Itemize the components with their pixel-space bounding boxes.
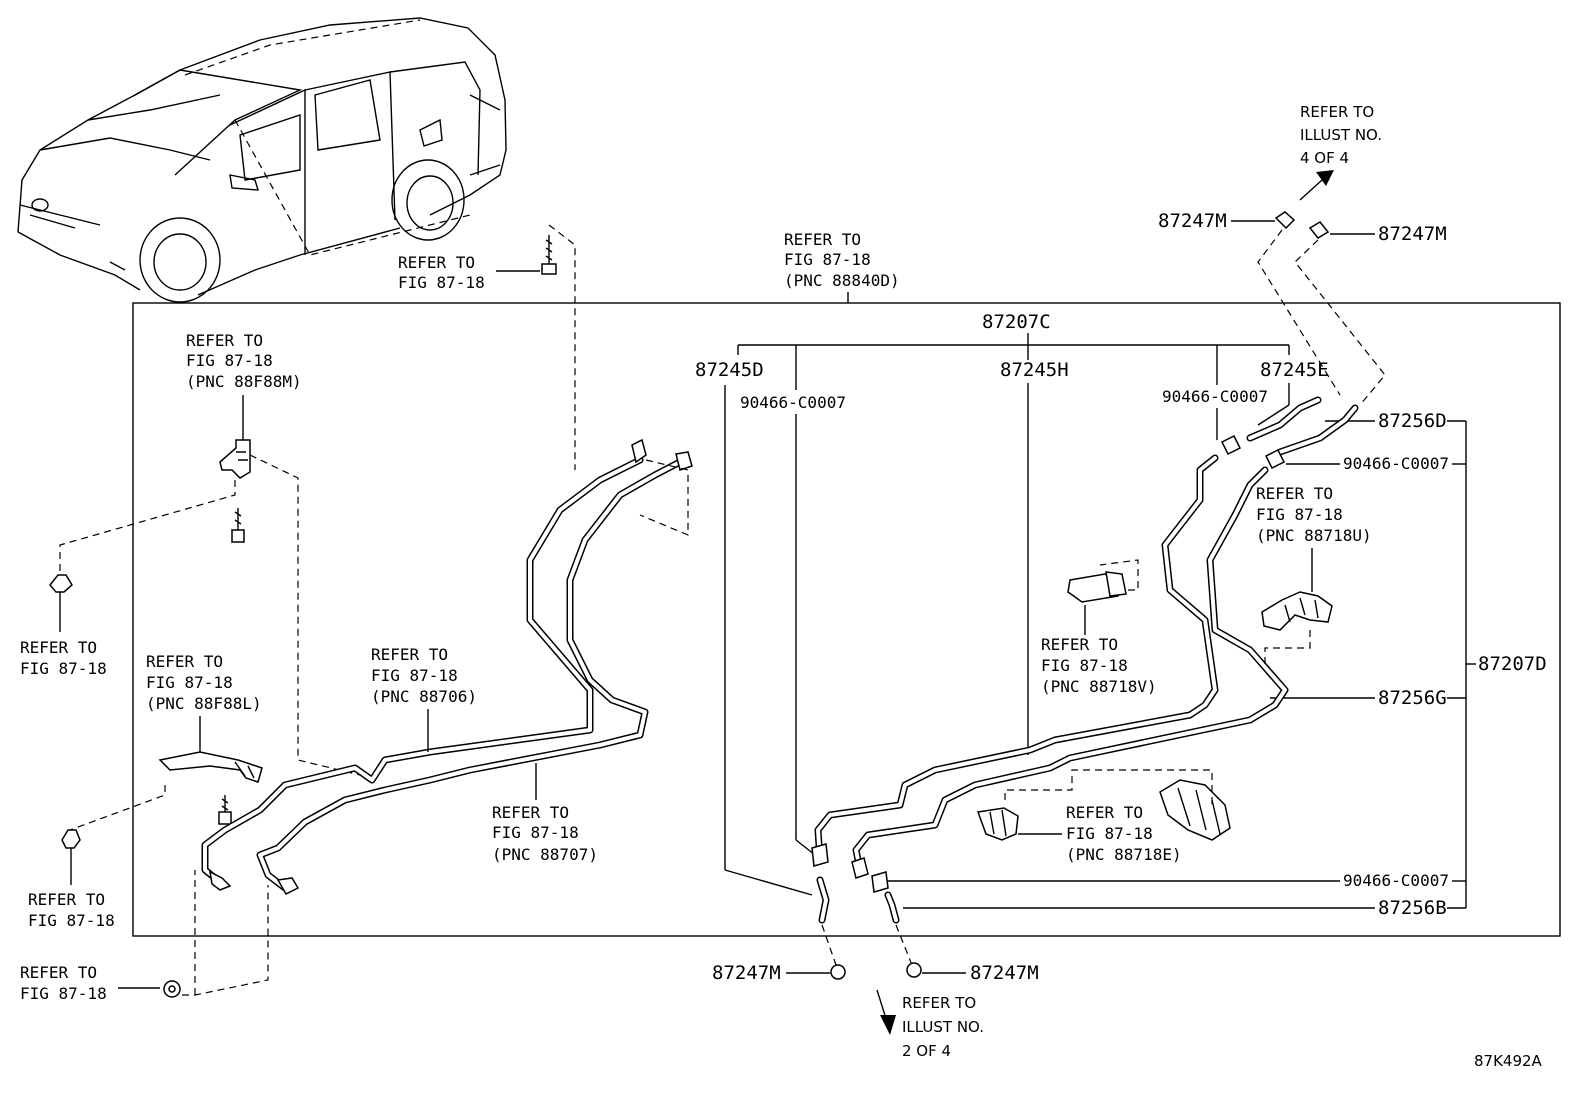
pipe-87256g xyxy=(814,454,1219,864)
part-number-87245h: 87245H xyxy=(1000,359,1069,381)
part-number-87207c: 87207C xyxy=(982,311,1051,333)
refer-label-88718u: REFER TO FIG 87-18 (PNC 88718U) xyxy=(1256,484,1372,545)
refer-label-bolt-top: REFER TO FIG 87-18 xyxy=(398,253,485,292)
part-number-90466-left: 90466-C0007 xyxy=(740,393,846,412)
refer-label-left-1: REFER TO FIG 87-18 xyxy=(20,638,107,678)
refer-label-88706: REFER TO FIG 87-18 (PNC 88706) xyxy=(371,645,477,706)
part-number-90466-right: 90466-C0007 xyxy=(1343,454,1449,473)
refer-label-left-3: REFER TO FIG 87-18 xyxy=(20,963,107,1003)
hose-87245e xyxy=(1246,396,1322,442)
pipe-88706 xyxy=(201,456,644,882)
bolt-icon xyxy=(541,235,557,275)
bolt-icon xyxy=(218,795,232,825)
vehicle-illustration xyxy=(17,17,507,303)
refer-label-88718v: REFER TO FIG 87-18 (PNC 88718V) xyxy=(1041,635,1157,696)
refer-label-illust-2of4: REFER TO ILLUST NO. 2 OF 4 xyxy=(902,994,989,1060)
clip-icon xyxy=(49,574,73,593)
part-number-90466-mid: 90466-C0007 xyxy=(1162,387,1268,406)
part-number-87247m-bottom-right: 87247M xyxy=(970,962,1039,984)
refer-label-illust-4of4: REFER TO ILLUST NO. 4 OF 4 xyxy=(1300,103,1387,167)
arrow-up-right-icon xyxy=(1299,170,1334,201)
part-number-87245d: 87245D xyxy=(695,359,764,381)
bracket-88718u xyxy=(1261,591,1333,631)
bracket-88f88l xyxy=(158,751,263,783)
diagram-code: 87K492A xyxy=(1474,1052,1543,1070)
hose-clamp-icon xyxy=(1274,211,1330,239)
refer-label-88707: REFER TO FIG 87-18 (PNC 88707) xyxy=(492,803,598,864)
bracket-88f88m xyxy=(219,439,251,479)
part-number-87247m-bottom-left: 87247M xyxy=(712,962,781,984)
hose-87256d xyxy=(1276,404,1359,456)
arrow-down-icon xyxy=(876,989,896,1035)
grommet-icon xyxy=(163,980,181,998)
hose-clamp-icon xyxy=(811,434,1286,893)
bracket-88718v xyxy=(1067,571,1127,603)
hose-87256b-lower xyxy=(884,891,900,924)
refer-label-left-2: REFER TO FIG 87-18 xyxy=(28,890,115,930)
hose-87245d xyxy=(816,876,830,924)
part-number-87256d: 87256D xyxy=(1378,410,1447,432)
bracket-88718e-left xyxy=(976,807,1019,841)
part-number-90466-bottom: 90466-C0007 xyxy=(1343,871,1449,890)
assembly-boundary-box xyxy=(132,302,1561,937)
bracket-88718e-right xyxy=(1159,779,1231,841)
part-number-87256b: 87256B xyxy=(1378,897,1447,919)
part-number-87207d: 87207D xyxy=(1478,653,1547,675)
pipe-88707 xyxy=(256,458,684,892)
part-number-87256g: 87256G xyxy=(1378,687,1447,709)
refer-label-88718e: REFER TO FIG 87-18 (PNC 88718E) xyxy=(1066,803,1182,864)
refer-label-88840d: REFER TO FIG 87-18 (PNC 88840D) xyxy=(784,230,900,290)
part-number-87247m-top-right: 87247M xyxy=(1378,223,1447,245)
refer-label-88f88l: REFER TO FIG 87-18 (PNC 88F88L) xyxy=(146,652,262,713)
refer-label-88f88m: REFER TO FIG 87-18 (PNC 88F88M) xyxy=(186,331,302,391)
bolt-icon xyxy=(231,508,245,543)
hose-clamp-icon xyxy=(830,962,922,980)
part-number-87247m-top-left: 87247M xyxy=(1158,210,1227,232)
clip-icon xyxy=(61,829,81,849)
pipe-fittings-left xyxy=(209,438,693,895)
pipe-87256b xyxy=(852,466,1289,874)
part-number-87245e: 87245E xyxy=(1260,359,1329,381)
